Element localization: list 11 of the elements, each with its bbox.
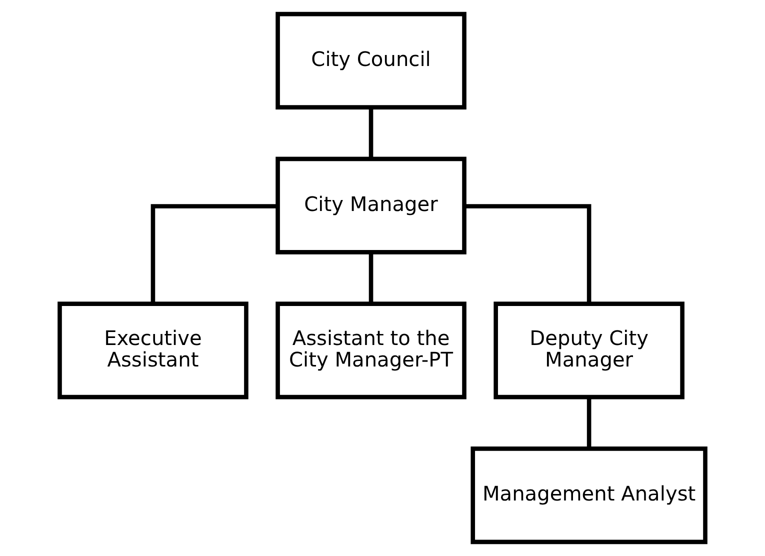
node-box: Assistant to the City Manager-PT — [276, 302, 466, 400]
connector — [150, 204, 278, 304]
node-box: City Council — [276, 12, 466, 110]
connector — [368, 107, 374, 158]
node-box: Management Analyst — [470, 446, 708, 544]
node-box: City Manager — [276, 156, 466, 254]
node-box: Deputy City Manager — [494, 302, 684, 400]
connector — [368, 252, 374, 304]
connector — [464, 204, 592, 304]
connector — [586, 397, 592, 448]
node-box: Executive Assistant — [58, 302, 248, 400]
